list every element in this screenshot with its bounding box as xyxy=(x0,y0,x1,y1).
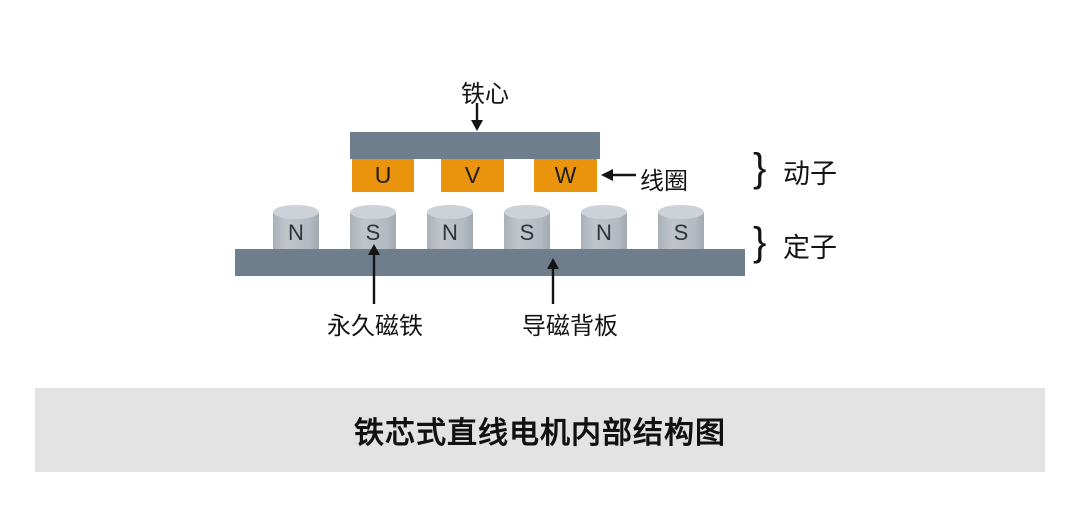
coil-w: W xyxy=(534,159,597,192)
magnet-polarity: S xyxy=(365,220,381,245)
magnet-n-3: N xyxy=(581,205,627,250)
iron-core-bar xyxy=(350,132,600,159)
magnet-cap xyxy=(350,205,396,219)
title-banner: 铁芯式直线电机内部结构图 xyxy=(35,388,1045,472)
magnet-polarity: N xyxy=(596,220,612,245)
arrow-down-icon xyxy=(471,103,483,131)
diagram-title: 铁芯式直线电机内部结构图 xyxy=(354,417,726,450)
mover-brace: } xyxy=(753,146,767,190)
magnet-polarity: N xyxy=(288,220,304,245)
arrow-left-icon xyxy=(601,169,636,181)
stator-label: 定子 xyxy=(783,233,837,263)
magnet-s-1: S xyxy=(350,205,396,250)
coil-v: V xyxy=(441,159,504,192)
magnet-s-3: S xyxy=(658,205,704,250)
magnet-s-2: S xyxy=(504,205,550,250)
arrow-up-permanent-magnet-icon xyxy=(368,244,380,304)
magnet-polarity: N xyxy=(442,220,458,245)
iron-core-label: 铁心 xyxy=(461,81,509,108)
magnet-cap xyxy=(658,205,704,219)
magnet-cap xyxy=(504,205,550,219)
mover-label: 动子 xyxy=(783,159,837,189)
coil-u: U xyxy=(352,159,414,192)
magnet-polarity: S xyxy=(519,220,535,245)
permanent-magnet-label: 永久磁铁 xyxy=(327,313,423,340)
magnet-n-1: N xyxy=(273,205,319,250)
arrow-up-back-plate-icon xyxy=(547,258,559,304)
magnet-cap xyxy=(427,205,473,219)
coil-label: 线圈 xyxy=(640,168,688,195)
magnet-n-2: N xyxy=(427,205,473,250)
back-plate-bar xyxy=(235,249,745,276)
stator-brace: } xyxy=(753,220,767,264)
magnet-cap xyxy=(273,205,319,219)
back-plate-label: 导磁背板 xyxy=(522,313,618,340)
magnet-cap xyxy=(581,205,627,219)
magnet-polarity: S xyxy=(673,220,689,245)
